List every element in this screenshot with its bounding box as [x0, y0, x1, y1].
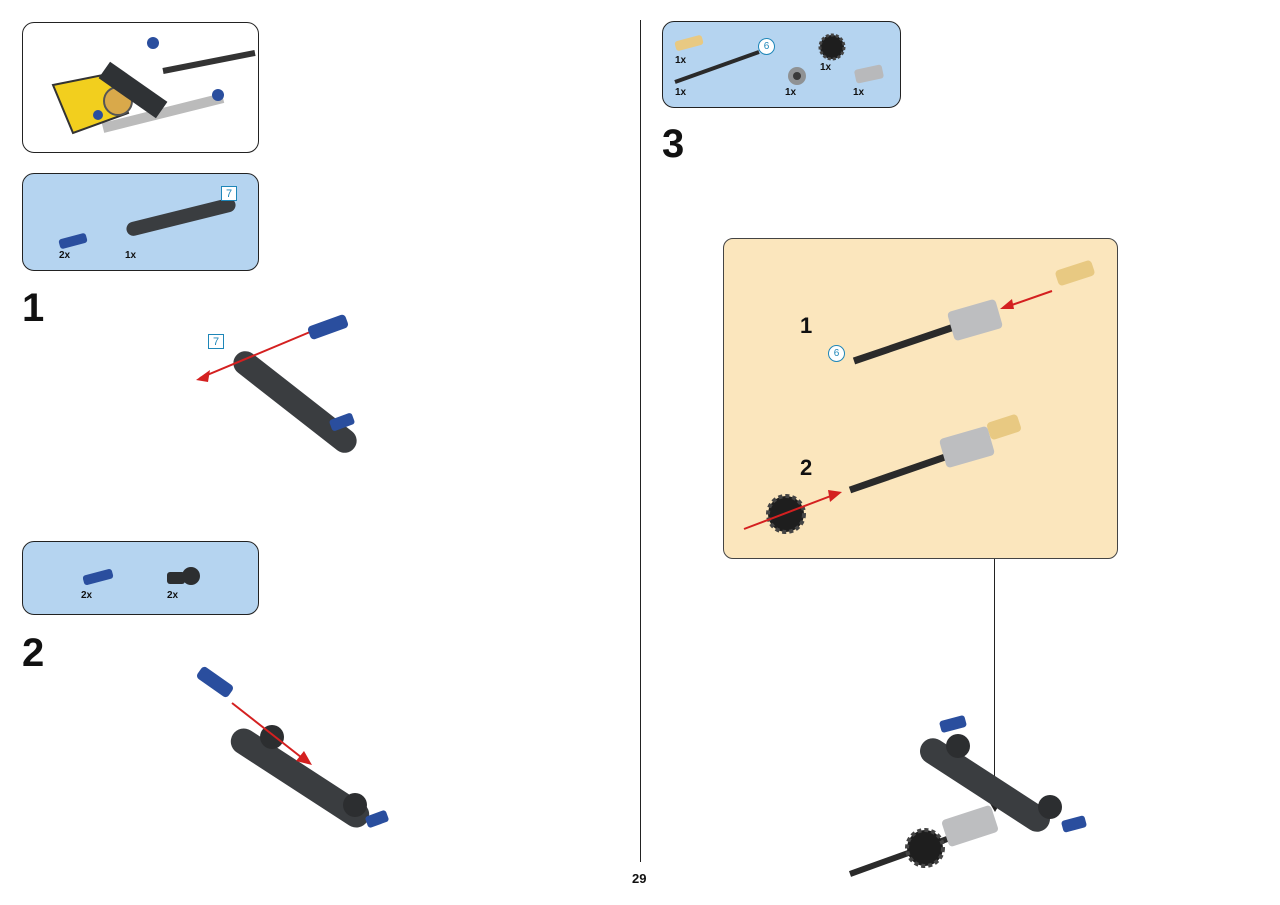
substep-number: 1: [800, 313, 813, 338]
part-qty: 2x: [167, 590, 179, 601]
substep-number: 2: [800, 455, 813, 480]
part-qty: 1x: [820, 62, 832, 73]
page-divider: [640, 20, 641, 862]
tan-axle-pin-icon: [674, 35, 704, 51]
length-indicator: 6: [758, 38, 775, 55]
subassembly-box: 1 6 2: [723, 238, 1118, 559]
blue-axle-pin-icon: [82, 568, 114, 586]
beam-7-icon: [126, 198, 236, 236]
grey-connector-icon: [854, 64, 884, 84]
step3-parts-box: 1x 6 1x 1x 1x 1x: [662, 21, 901, 108]
substep1-illustration: [852, 260, 1095, 365]
length-callout: 7: [208, 334, 224, 349]
part-qty: 2x: [81, 590, 93, 601]
part-qty: 1x: [125, 250, 137, 261]
substep2-illustration: [743, 414, 1021, 534]
length-indicator: 6: [828, 345, 845, 362]
previous-model-preview: [22, 22, 259, 153]
step-number: 2: [22, 631, 45, 675]
model-preview-illustration: [51, 37, 256, 135]
step-number: 3: [662, 122, 685, 166]
part-qty: 1x: [853, 87, 865, 98]
step1-illustration: [196, 314, 357, 453]
blue-friction-pin-icon: [58, 233, 88, 249]
step2-parts-box: 2x 2x: [22, 541, 259, 615]
part-qty: 1x: [675, 55, 687, 66]
step-number: 1: [22, 286, 45, 330]
page-number: 29: [632, 871, 647, 886]
part-qty: 1x: [675, 87, 687, 98]
length-indicator: 7: [221, 186, 237, 201]
subassembly-connector-line: [994, 559, 995, 804]
step3-illustration: [848, 715, 1087, 877]
black-connector-icon: [167, 567, 200, 585]
part-qty: 2x: [59, 250, 71, 261]
step2-illustration: [196, 666, 389, 828]
bushing-icon: [788, 67, 806, 85]
gear-12-icon: [818, 33, 846, 61]
part-qty: 1x: [785, 87, 797, 98]
step1-parts-box: 2x 1x 7: [22, 173, 259, 271]
axle-6-icon: [674, 50, 760, 84]
